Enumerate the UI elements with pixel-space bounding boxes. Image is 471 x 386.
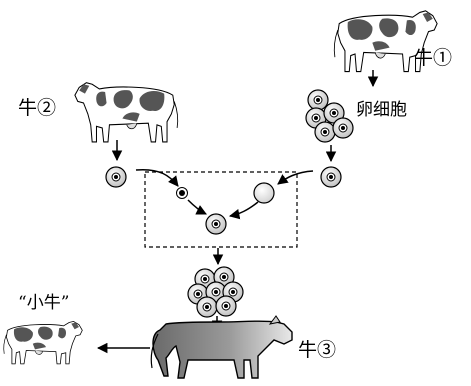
cow-3-label: 牛③: [298, 339, 336, 361]
egg-cells-label: 卵细胞: [356, 100, 407, 120]
body-cell-icon: [105, 166, 127, 188]
arrow-icon: [187, 199, 207, 215]
calf-label: “小牛”: [18, 293, 69, 313]
egg-cells-cluster: [305, 89, 354, 143]
early-embryo-icon: [187, 266, 244, 318]
egg-cell-icon: [314, 121, 336, 143]
nuclear-transfer-box: [144, 171, 298, 248]
cow-1-label: 牛①: [414, 47, 452, 69]
fused-cell-icon: [205, 213, 227, 235]
egg-cell-icon: [320, 166, 342, 188]
arrow-icon: [135, 168, 179, 187]
enucleated-egg-icon: [253, 182, 275, 204]
egg-cell-icon: [307, 89, 329, 111]
nucleus-icon: [176, 187, 188, 199]
arrow-icon: [277, 170, 314, 185]
cow-2-label: 牛②: [18, 97, 56, 119]
cow-3-icon: [150, 315, 293, 379]
egg-cell-icon: [332, 117, 354, 139]
cow-2-icon: [74, 82, 179, 143]
calf-icon: [3, 320, 83, 365]
arrow-icon: [228, 201, 259, 220]
